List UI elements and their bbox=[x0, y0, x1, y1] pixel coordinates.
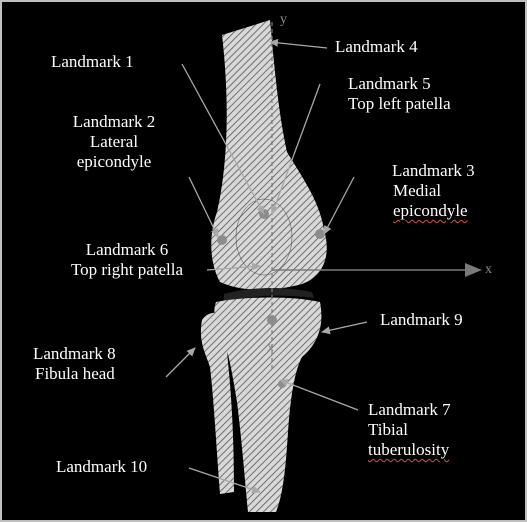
x-axis-arrowhead bbox=[465, 263, 482, 277]
landmark-9-name: Landmark 9 bbox=[380, 310, 463, 330]
landmark-7-label: Landmark 7 Tibial tuberulosity bbox=[368, 400, 451, 460]
landmark-7-name: Landmark 7 bbox=[368, 400, 451, 420]
landmark-1-name: Landmark 1 bbox=[51, 52, 134, 72]
landmark-3-desc-1: Medial bbox=[392, 181, 475, 201]
landmark-7-desc-2: tuberulosity bbox=[368, 440, 449, 459]
landmark-5-desc: Top left patella bbox=[348, 94, 451, 114]
landmark-2-name: Landmark 2 bbox=[58, 112, 170, 132]
landmark-2-desc-2: epicondyle bbox=[58, 152, 170, 172]
landmark-1-label: Landmark 1 bbox=[51, 52, 134, 72]
landmark-9-label: Landmark 9 bbox=[380, 310, 463, 330]
landmark-6-label: Landmark 6 Top right patella bbox=[46, 240, 208, 280]
landmark-5-name: Landmark 5 bbox=[348, 74, 451, 94]
landmark-6-desc: Top right patella bbox=[46, 260, 208, 280]
landmark-8-label: Landmark 8 Fibula head bbox=[33, 344, 116, 384]
y-axis-label: y bbox=[280, 12, 287, 28]
landmark-7-desc-1: Tibial bbox=[368, 420, 451, 440]
landmark-10-name: Landmark 10 bbox=[56, 457, 147, 477]
landmark-2-desc-1: Lateral bbox=[58, 132, 170, 152]
z-axis-label: x bbox=[267, 340, 274, 356]
landmark-3-desc-2: epicondyle bbox=[393, 201, 468, 220]
landmark-3-name: Landmark 3 bbox=[392, 161, 475, 181]
landmark-4-name: Landmark 4 bbox=[335, 37, 418, 57]
landmark-4-label: Landmark 4 bbox=[335, 37, 418, 57]
landmark-2-label: Landmark 2 Lateral epicondyle bbox=[58, 112, 170, 172]
landmark-8-desc: Fibula head bbox=[33, 364, 116, 384]
landmark-10-label: Landmark 10 bbox=[56, 457, 147, 477]
x-axis-label: x bbox=[485, 262, 492, 278]
landmark-6-name: Landmark 6 bbox=[46, 240, 208, 260]
landmark-5-label: Landmark 5 Top left patella bbox=[348, 74, 451, 114]
landmark-8-name: Landmark 8 bbox=[33, 344, 116, 364]
landmark-3-label: Landmark 3 Medial epicondyle bbox=[392, 161, 475, 221]
